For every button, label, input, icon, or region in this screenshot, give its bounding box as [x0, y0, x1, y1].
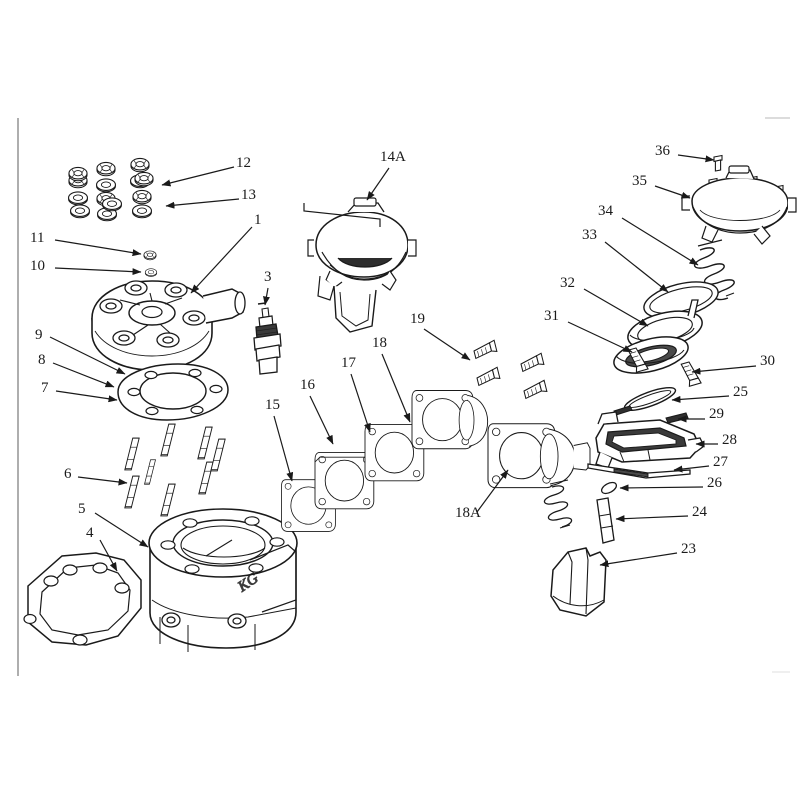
callout-16: 16	[300, 377, 316, 393]
leader-5	[94, 512, 149, 548]
part-valve-link-rod	[587, 463, 691, 479]
leader-31	[567, 321, 633, 353]
callout-28: 28	[722, 432, 737, 448]
leader-7	[55, 390, 118, 403]
part-valve-shaft-pin	[596, 497, 615, 544]
leader-30	[691, 365, 757, 375]
leader-1	[190, 226, 253, 294]
part-dowel-pin-small	[600, 481, 618, 495]
callout-30: 30	[760, 353, 775, 369]
part-exhaust-manifold-body	[487, 423, 591, 489]
callout-17: 17	[341, 355, 357, 371]
part-spark-plug	[253, 302, 282, 375]
callout-1: 1	[254, 212, 262, 228]
callout-4: 4	[86, 525, 94, 541]
callout-33: 33	[582, 227, 597, 243]
callout-23: 23	[681, 541, 696, 557]
bracket-14a	[303, 203, 381, 227]
callout-3: 3	[264, 269, 272, 285]
leader-14a	[366, 167, 390, 201]
leader-32	[583, 288, 649, 327]
leader-34	[621, 217, 699, 266]
part-valve-governor-body	[595, 411, 705, 469]
part-cylinder-head	[91, 280, 246, 371]
leader-33	[604, 241, 669, 293]
callout-15: 15	[265, 397, 280, 413]
callout-18a: 18A	[455, 505, 481, 521]
part-base-gasket	[23, 552, 142, 646]
leader-24	[615, 515, 689, 523]
callout-5: 5	[78, 501, 86, 517]
callout-9: 9	[35, 327, 43, 343]
leader-19	[423, 328, 471, 361]
leader-25	[671, 395, 730, 403]
leader-10	[54, 267, 142, 276]
part-governor-spring	[693, 239, 735, 301]
leader-6	[77, 476, 128, 486]
border	[17, 117, 790, 676]
callout-25: 25	[733, 384, 748, 400]
callout-6: 6	[64, 466, 72, 482]
callout-labels: 12 13 1 11 10 3 9 8 7 6 5 4 14A 19 18 17…	[30, 143, 775, 557]
leader-11	[54, 239, 142, 257]
callout-31: 31	[544, 308, 559, 324]
part-nut-small	[143, 250, 157, 261]
leader-36	[677, 154, 715, 163]
callout-24: 24	[692, 504, 708, 520]
leader-12	[161, 166, 235, 187]
part-return-spring	[543, 479, 573, 529]
leader-8	[52, 362, 115, 388]
part-governor-cover	[681, 165, 797, 245]
leader-27	[673, 465, 710, 473]
leader-17	[350, 373, 371, 433]
callout-19: 19	[410, 311, 425, 327]
leader-23	[599, 552, 678, 568]
leader-35	[654, 185, 691, 199]
callout-26: 26	[707, 475, 723, 491]
leader-lines	[49, 154, 757, 572]
leader-9	[49, 336, 126, 375]
leader-26	[619, 484, 704, 492]
leader-3	[263, 287, 270, 306]
callout-7: 7	[41, 380, 49, 396]
callout-13: 13	[241, 187, 256, 203]
leader-18	[381, 353, 411, 423]
part-exhaust-manifold-flange	[411, 390, 489, 450]
part-head-gaskets	[117, 363, 229, 421]
leader-16	[309, 395, 334, 445]
callout-8: 8	[38, 352, 46, 368]
callout-11: 11	[30, 230, 44, 246]
callout-27: 27	[713, 454, 729, 470]
callout-14a: 14A	[380, 149, 406, 165]
callout-29: 29	[709, 406, 724, 422]
callout-36: 36	[655, 143, 671, 159]
leader-13	[165, 198, 240, 209]
callout-32: 32	[560, 275, 575, 291]
part-cylinder-barrel: KG	[148, 508, 298, 652]
part-power-valve-assembly	[307, 197, 417, 333]
callout-34: 34	[598, 203, 614, 219]
part-washer-small	[144, 268, 158, 277]
part-valve-blade	[550, 547, 607, 617]
leader-4	[99, 539, 118, 572]
leader-15	[273, 415, 294, 482]
callout-10: 10	[30, 258, 45, 274]
callout-35: 35	[632, 173, 647, 189]
leader-18a	[476, 469, 509, 513]
callout-18: 18	[372, 335, 387, 351]
callout-12: 12	[236, 155, 251, 171]
